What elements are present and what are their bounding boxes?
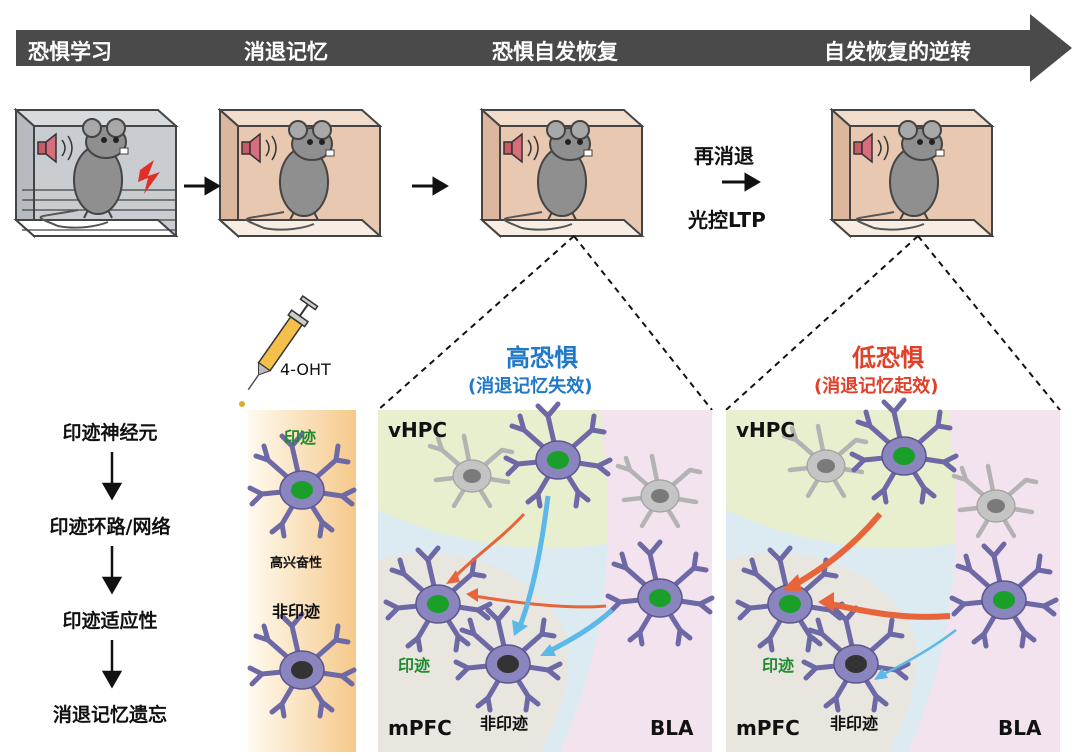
strip-non-engram-label: 非印迹 <box>272 602 321 621</box>
label-opto-ltp: 光控LTP <box>688 208 766 232</box>
syringe-label: 4-OHT <box>280 360 331 379</box>
low-non-engram-label: 非印迹 <box>830 714 879 733</box>
panel-high-fear <box>378 404 712 752</box>
high-fear-title: 高恐惧 <box>506 344 578 372</box>
engram-strip <box>248 410 356 752</box>
strip-excitability-label: 高兴奋性 <box>270 556 323 571</box>
low-bla-label: BLA <box>998 716 1042 740</box>
low-vhpc-label: vHPC <box>736 418 796 442</box>
chain-engram-adaptation: 印迹适应性 <box>62 610 158 632</box>
high-non-engram-label: 非印迹 <box>480 714 529 733</box>
syringe-icon <box>247 294 319 391</box>
high-vhpc-label: vHPC <box>388 418 448 442</box>
chain-engram-neuron: 印迹神经元 <box>62 422 158 444</box>
panel-low-fear <box>726 400 1060 752</box>
chain-arrows <box>101 452 123 689</box>
chain-extinction-forgetting: 消退记忆遗忘 <box>52 704 167 726</box>
low-engram-label: 印迹 <box>762 656 795 675</box>
low-fear-subtitle: (消退记忆起效) <box>814 376 939 397</box>
low-fear-title: 低恐惧 <box>852 344 924 372</box>
stage-label-spontaneous-recovery: 恐惧自发恢复 <box>492 40 618 64</box>
high-engram-label: 印迹 <box>398 656 431 675</box>
high-bla-label: BLA <box>650 716 694 740</box>
stage-label-reversal: 自发恢复的逆转 <box>824 40 971 64</box>
strip-engram-label: 印迹 <box>284 428 317 447</box>
stage-arrows <box>184 172 761 196</box>
label-re-extinction: 再消退 <box>694 144 754 168</box>
stage-label-extinction: 消退记忆 <box>244 40 328 64</box>
box-fear-learning <box>13 107 179 239</box>
low-mpfc-label: mPFC <box>736 716 800 740</box>
zoom-lines <box>377 235 1061 411</box>
drop-icon <box>239 401 245 407</box>
stage-label-fear-learning: 恐惧学习 <box>28 40 112 64</box>
chain-engram-circuit: 印迹环路/网络 <box>49 516 171 538</box>
timeline-arrow <box>16 14 1072 82</box>
box-extinction <box>217 107 383 239</box>
box-reversal <box>829 107 995 239</box>
high-mpfc-label: mPFC <box>388 716 452 740</box>
box-spontaneous-recovery <box>479 107 645 239</box>
high-fear-subtitle: (消退记忆失效) <box>468 376 593 397</box>
